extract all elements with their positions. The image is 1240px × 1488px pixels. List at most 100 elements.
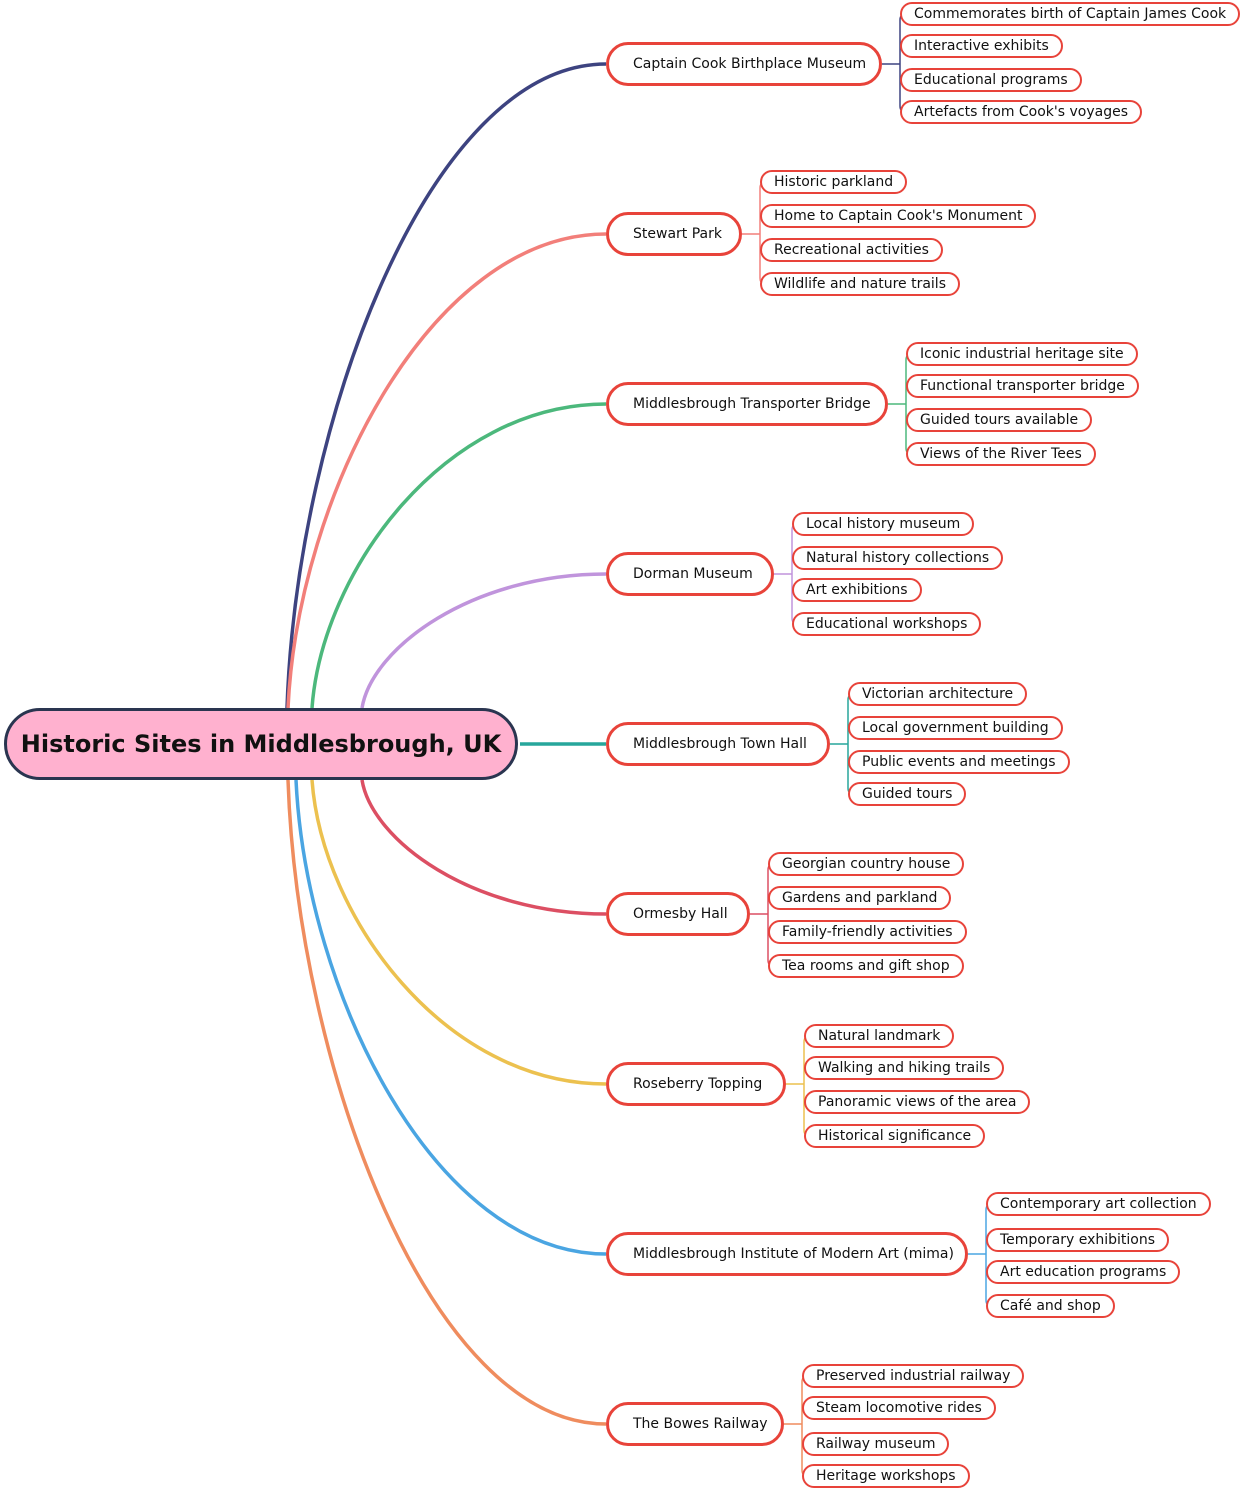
subtopic-local-government-building[interactable]: Local government building: [848, 716, 1063, 740]
subtopic-label: Steam locomotive rides: [816, 1400, 982, 1416]
subtopic-label: Artefacts from Cook's voyages: [914, 104, 1129, 120]
subtopic-iconic-industrial-heritage-site[interactable]: Iconic industrial heritage site: [906, 342, 1138, 366]
topic-middlesbrough-transporter-bridge[interactable]: Middlesbrough Transporter Bridge: [606, 382, 888, 426]
subtopic-label: Art education programs: [1000, 1264, 1167, 1280]
subtopic-tea-rooms-and-gift-shop[interactable]: Tea rooms and gift shop: [768, 954, 964, 978]
subtopic-heritage-workshops[interactable]: Heritage workshops: [802, 1464, 970, 1488]
topic-label: Ormesby Hall: [633, 906, 728, 922]
subtopic-educational-programs[interactable]: Educational programs: [900, 68, 1082, 92]
subtopic-georgian-country-house[interactable]: Georgian country house: [768, 852, 965, 876]
topic-label: Stewart Park: [633, 226, 722, 242]
subtopic-walking-and-hiking-trails[interactable]: Walking and hiking trails: [804, 1056, 1005, 1080]
subtopic-recreational-activities[interactable]: Recreational activities: [760, 238, 943, 262]
subtopic-label: Preserved industrial railway: [816, 1368, 1011, 1384]
subtopic-steam-locomotive-rides[interactable]: Steam locomotive rides: [802, 1396, 996, 1420]
subtopic-label: Georgian country house: [782, 856, 951, 872]
topic-label: The Bowes Railway: [633, 1416, 768, 1432]
topic-middlesbrough-institute-of-modern-art-mima[interactable]: Middlesbrough Institute of Modern Art (m…: [606, 1232, 968, 1276]
subtopic-guided-tours-available[interactable]: Guided tours available: [906, 408, 1093, 432]
subtopic-label: Art exhibitions: [806, 582, 908, 598]
topic-captain-cook-birthplace-museum[interactable]: Captain Cook Birthplace Museum: [606, 42, 882, 86]
subtopic-contemporary-art-collection[interactable]: Contemporary art collection: [986, 1192, 1211, 1216]
subtopic-caf-and-shop[interactable]: Café and shop: [986, 1294, 1115, 1318]
subtopic-label: Commemorates birth of Captain James Cook: [914, 6, 1227, 22]
subtopic-art-education-programs[interactable]: Art education programs: [986, 1260, 1181, 1284]
subtopic-label: Historic parkland: [774, 174, 894, 190]
root-topic[interactable]: Historic Sites in Middlesbrough, UK: [4, 708, 518, 780]
subtopic-label: Iconic industrial heritage site: [920, 346, 1124, 362]
topic-label: Dorman Museum: [633, 566, 753, 582]
branch-connector-captain-cook-birthplace-museum: [285, 62, 607, 709]
subtopic-label: Interactive exhibits: [914, 38, 1049, 54]
root-topic-label: Historic Sites in Middlesbrough, UK: [20, 730, 502, 758]
subtopic-label: Railway museum: [816, 1436, 936, 1452]
subtopic-label: Heritage workshops: [816, 1468, 956, 1484]
subtopic-local-history-museum[interactable]: Local history museum: [792, 512, 975, 536]
subtopic-label: Café and shop: [1000, 1298, 1101, 1314]
topic-label: Captain Cook Birthplace Museum: [633, 56, 867, 72]
subtopic-commemorates-birth-of-captain-james-cook[interactable]: Commemorates birth of Captain James Cook: [900, 2, 1240, 26]
branch-connector-dorman-museum: [360, 572, 607, 709]
subtopic-natural-landmark[interactable]: Natural landmark: [804, 1024, 955, 1048]
subtopic-label: Walking and hiking trails: [818, 1060, 991, 1076]
subtopic-interactive-exhibits[interactable]: Interactive exhibits: [900, 34, 1063, 58]
branch-connector-the-bowes-railway: [286, 779, 607, 1426]
subtopic-wildlife-and-nature-trails[interactable]: Wildlife and nature trails: [760, 272, 960, 296]
subtopic-label: Views of the River Tees: [920, 446, 1082, 462]
topic-middlesbrough-town-hall[interactable]: Middlesbrough Town Hall: [606, 722, 830, 766]
subtopic-label: Tea rooms and gift shop: [782, 958, 950, 974]
subtopic-label: Wildlife and nature trails: [774, 276, 946, 292]
branch-connector-ormesby-hall: [360, 779, 607, 916]
subtopic-preserved-industrial-railway[interactable]: Preserved industrial railway: [802, 1364, 1025, 1388]
subtopic-artefacts-from-cook-s-voyages[interactable]: Artefacts from Cook's voyages: [900, 100, 1143, 124]
subtopic-historical-significance[interactable]: Historical significance: [804, 1124, 986, 1148]
subtopic-label: Gardens and parkland: [782, 890, 938, 906]
subtopic-label: Functional transporter bridge: [920, 378, 1125, 394]
subtopic-home-to-captain-cook-s-monument[interactable]: Home to Captain Cook's Monument: [760, 204, 1037, 228]
topic-label: Middlesbrough Institute of Modern Art (m…: [633, 1246, 954, 1262]
subtopic-label: Natural landmark: [818, 1028, 941, 1044]
topic-dorman-museum[interactable]: Dorman Museum: [606, 552, 774, 596]
subtopic-art-exhibitions[interactable]: Art exhibitions: [792, 578, 922, 602]
topic-stewart-park[interactable]: Stewart Park: [606, 212, 742, 256]
subtopic-label: Home to Captain Cook's Monument: [774, 208, 1023, 224]
subtopic-guided-tours[interactable]: Guided tours: [848, 782, 967, 806]
subtopic-label: Educational workshops: [806, 616, 968, 632]
branch-connector-middlesbrough-institute-of-modern-art-mima: [294, 779, 607, 1256]
subtopic-label: Natural history collections: [806, 550, 990, 566]
topic-ormesby-hall[interactable]: Ormesby Hall: [606, 892, 750, 936]
branch-connector-middlesbrough-transporter-bridge: [310, 402, 607, 709]
subtopic-functional-transporter-bridge[interactable]: Functional transporter bridge: [906, 374, 1139, 398]
subtopic-railway-museum[interactable]: Railway museum: [802, 1432, 950, 1456]
topic-the-bowes-railway[interactable]: The Bowes Railway: [606, 1402, 784, 1446]
subtopic-victorian-architecture[interactable]: Victorian architecture: [848, 682, 1028, 706]
subtopic-panoramic-views-of-the-area[interactable]: Panoramic views of the area: [804, 1090, 1031, 1114]
subtopic-historic-parkland[interactable]: Historic parkland: [760, 170, 908, 194]
topic-label: Roseberry Topping: [633, 1076, 763, 1092]
subtopic-temporary-exhibitions[interactable]: Temporary exhibitions: [986, 1228, 1170, 1252]
topic-label: Middlesbrough Town Hall: [633, 736, 807, 752]
subtopic-label: Public events and meetings: [862, 754, 1056, 770]
subtopic-label: Historical significance: [818, 1128, 972, 1144]
topic-roseberry-topping[interactable]: Roseberry Topping: [606, 1062, 786, 1106]
subtopic-label: Panoramic views of the area: [818, 1094, 1017, 1110]
subtopic-natural-history-collections[interactable]: Natural history collections: [792, 546, 1004, 570]
subtopic-educational-workshops[interactable]: Educational workshops: [792, 612, 982, 636]
subtopic-family-friendly-activities[interactable]: Family-friendly activities: [768, 920, 967, 944]
topic-label: Middlesbrough Transporter Bridge: [633, 396, 871, 412]
branch-connector-stewart-park: [286, 232, 607, 709]
subtopic-views-of-the-river-tees[interactable]: Views of the River Tees: [906, 442, 1096, 466]
subtopic-label: Recreational activities: [774, 242, 929, 258]
subtopic-label: Contemporary art collection: [1000, 1196, 1197, 1212]
subtopic-label: Temporary exhibitions: [1000, 1232, 1156, 1248]
subtopic-label: Victorian architecture: [862, 686, 1014, 702]
subtopic-gardens-and-parkland[interactable]: Gardens and parkland: [768, 886, 952, 910]
subtopic-public-events-and-meetings[interactable]: Public events and meetings: [848, 750, 1070, 774]
branch-connector-roseberry-topping: [310, 779, 607, 1086]
subtopic-label: Local history museum: [806, 516, 961, 532]
subtopic-label: Guided tours: [862, 786, 953, 802]
subtopic-label: Family-friendly activities: [782, 924, 953, 940]
subtopic-label: Guided tours available: [920, 412, 1079, 428]
subtopic-label: Local government building: [862, 720, 1049, 736]
